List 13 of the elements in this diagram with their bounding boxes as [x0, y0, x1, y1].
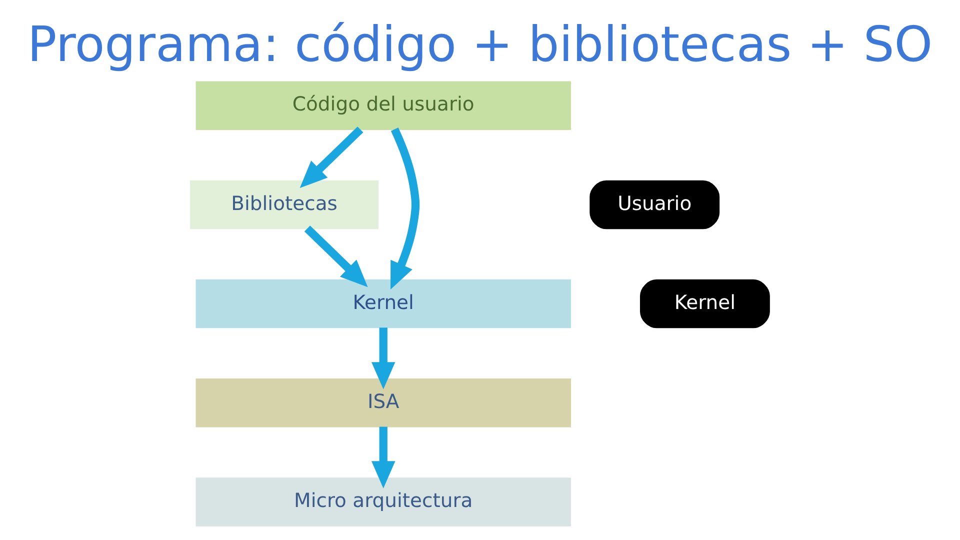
node-box: Micro arquitectura [196, 477, 571, 526]
arrow [371, 327, 396, 389]
node-box: ISA [196, 378, 571, 427]
arrow [304, 225, 368, 287]
node-box: Kernel [640, 278, 770, 328]
arrow [300, 126, 364, 188]
arrow [390, 127, 420, 289]
arrow [371, 426, 396, 488]
node-box: Código del usuario [196, 80, 571, 130]
node-box: Kernel [196, 278, 571, 328]
diagram-title: Programa: código + bibliotecas + SO [27, 16, 933, 72]
node-box: Usuario [590, 180, 720, 229]
node-box: Bibliotecas [190, 180, 378, 229]
